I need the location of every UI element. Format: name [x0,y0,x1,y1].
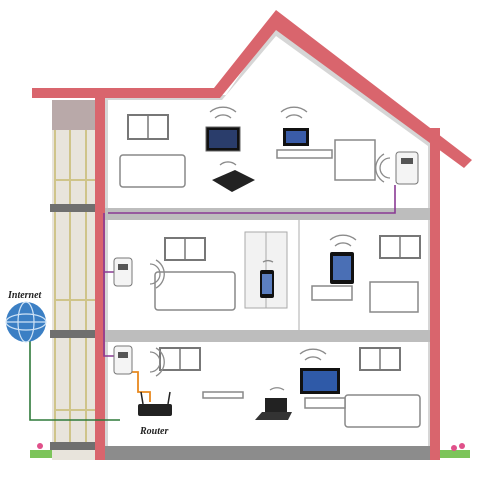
balcony-floor [50,442,102,450]
powerline-adapter-icon [113,345,133,375]
smartphone-icon [260,270,274,298]
balcony-floor [50,330,102,338]
router-icon [138,391,172,416]
living-sofa [344,394,421,428]
tv-stand [304,397,346,409]
game-console-icon [212,170,255,192]
balcony-floor [50,204,102,212]
desk [276,149,333,159]
roof [32,10,472,460]
tablet-icon [330,252,354,284]
router-label: Router [140,426,169,437]
ethernet-cable [130,371,151,402]
internet-line [29,330,120,421]
tv-icon [205,126,241,152]
balcony-tower [50,100,102,460]
bed [154,271,236,311]
powerline-wiring [103,185,396,357]
desktop-computer-icon [283,128,309,146]
internet-label: Internet [8,290,42,301]
side-table [311,285,353,301]
crib [369,281,419,313]
floor-slab [105,208,430,220]
shelf [334,139,376,181]
wifi-signal-icon [149,106,391,391]
sofa [119,154,186,188]
foundation [105,446,430,460]
flowers [37,443,465,451]
living-tv-icon [300,368,340,394]
laptop-icon [255,398,292,420]
ground [0,455,483,500]
floor-slab [105,330,430,342]
wifi-extender-icon [395,151,419,185]
powerline-adapter-icon [113,257,133,287]
dining-table [202,391,244,399]
globe-icon [5,301,47,343]
